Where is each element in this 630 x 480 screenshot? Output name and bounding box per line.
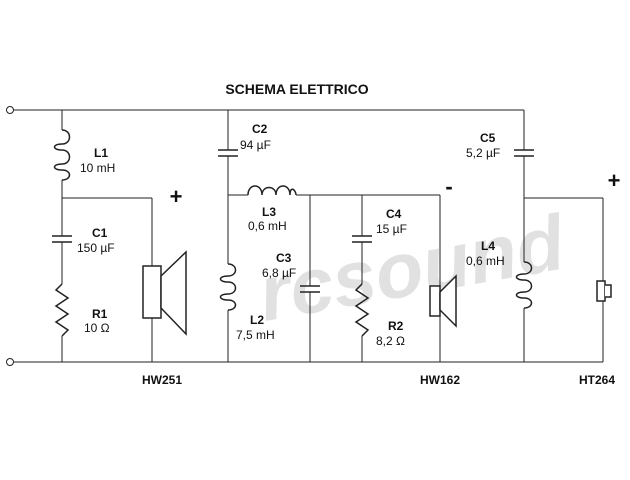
inductor-l4-symbol (515, 261, 533, 309)
resistor-r1-symbol (54, 283, 70, 337)
resistor-r2-symbol (354, 283, 370, 337)
c1-name: C1 (92, 226, 108, 240)
input-terminal-top (6, 106, 14, 114)
tweeter-driver-label: HT264 (579, 373, 615, 387)
l3-value: 0,6 mH (248, 219, 287, 233)
c1-value: 150 µF (77, 241, 115, 255)
c4-value: 15 µF (376, 222, 407, 236)
l1-value: 10 mH (80, 161, 115, 175)
midrange-driver-label: HW162 (420, 373, 460, 387)
tweeter-speaker-icon (596, 280, 612, 302)
midrange-speaker-icon (429, 274, 457, 328)
l3-name: L3 (262, 205, 276, 219)
l1-name: L1 (94, 146, 108, 160)
inductor-l3-symbol (247, 185, 297, 196)
l2-value: 7,5 mH (236, 328, 275, 342)
r2-name: R2 (388, 319, 404, 333)
woofer-driver-label: HW251 (142, 373, 182, 387)
midrange-section (218, 110, 457, 362)
r2-value: 8,2 Ω (376, 334, 405, 348)
c2-name: C2 (252, 122, 268, 136)
woofer-plus-sign: + (170, 184, 183, 209)
tweeter-section (514, 110, 612, 362)
c2-value: 94 µF (240, 138, 271, 152)
l4-value: 0,6 mH (466, 254, 505, 268)
midrange-minus-sign: - (445, 174, 452, 199)
woofer-speaker-icon (142, 250, 187, 336)
inductor-l1-symbol (53, 129, 71, 181)
tweeter-plus-sign: + (608, 168, 621, 193)
inductor-l2-symbol (219, 263, 237, 311)
c3-value: 6,8 µF (262, 266, 296, 280)
l4-name: L4 (481, 239, 495, 253)
c5-name: C5 (480, 131, 496, 145)
diagram-title: SCHEMA ELETTRICO (225, 81, 368, 97)
l2-name: L2 (250, 313, 264, 327)
rails (6, 106, 603, 366)
r1-value: 10 Ω (84, 321, 110, 335)
woofer-section (52, 110, 187, 362)
r1-name: R1 (92, 307, 108, 321)
c5-value: 5,2 µF (466, 146, 500, 160)
c3-name: C3 (276, 251, 292, 265)
c4-name: C4 (386, 207, 402, 221)
input-terminal-bottom (6, 358, 14, 366)
